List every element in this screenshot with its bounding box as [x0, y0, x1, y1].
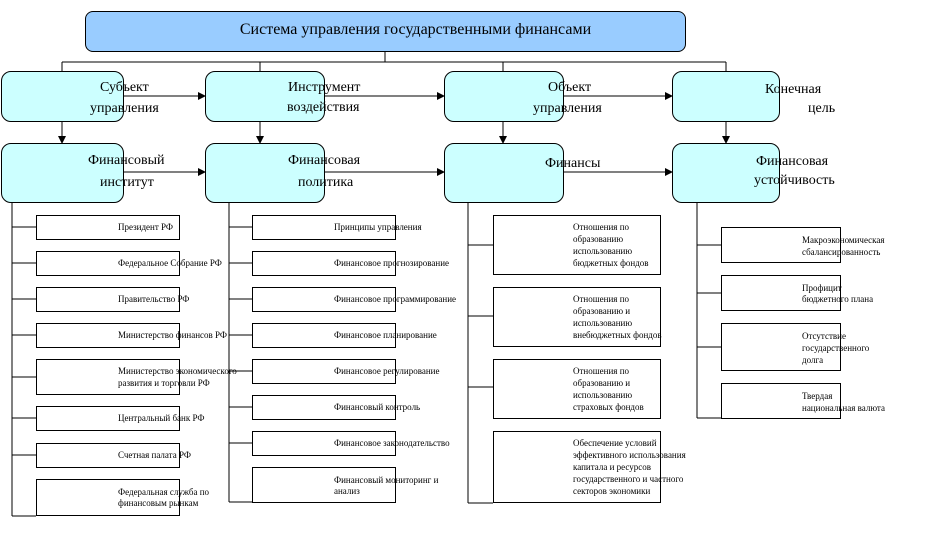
col2-item-box — [252, 359, 396, 384]
header-institution-line1: Финансовый — [88, 153, 165, 168]
header-subject-box — [1, 71, 124, 122]
col4-item-box — [721, 227, 841, 263]
col2-item-text: Финансовый мониторинг и — [334, 475, 439, 485]
col2-item-text: Финансовое программирование — [334, 294, 457, 304]
col1-item-text: Федеральное Собрание РФ — [118, 258, 222, 268]
col4-item-text: Отсутствие — [802, 331, 846, 341]
col1-item-text: развития и торговли РФ — [118, 378, 210, 388]
col3-item-text: государственного и частного — [573, 474, 684, 484]
col2-item-box — [252, 467, 396, 503]
header-goal-box — [672, 71, 780, 122]
col1-item-box — [36, 323, 180, 348]
col3-item-text: бюджетных фондов — [573, 258, 649, 268]
header-finance-line1: Финансы — [545, 156, 601, 171]
col1-item-text: Центральный банк РФ — [118, 413, 205, 423]
col3-item-text: Отношения по — [573, 222, 630, 232]
col1-item-text: Министерство финансов РФ — [118, 330, 227, 340]
col1-item-box — [36, 406, 180, 431]
col4-item-text: долга — [802, 355, 824, 365]
col4-item-text: сбалансированность — [802, 247, 881, 257]
col3-item-text: эффективного использования — [573, 450, 686, 460]
col1-item-box — [36, 287, 180, 312]
header-subject-line1: Субъект — [100, 80, 149, 95]
col2-item-box — [252, 287, 396, 312]
header-stability-line1: Финансовая — [756, 154, 829, 169]
col1-item-text: Правительство РФ — [118, 294, 190, 304]
header-instrument-box — [205, 71, 325, 122]
col3-item-text: образованию и — [573, 378, 631, 388]
col2-item-box — [252, 215, 396, 240]
col1-item-text: Президент РФ — [118, 222, 174, 232]
header-institution-line2: институт — [100, 175, 154, 190]
col1-item-box — [36, 215, 180, 240]
col4-item-text: Макроэкономическая — [802, 235, 885, 245]
col2-item-text: Финансовое законодательство — [334, 438, 450, 448]
col1-item-box — [36, 251, 180, 276]
header-object-box — [444, 71, 564, 122]
header-subject-line2: управления — [90, 101, 159, 116]
col3-item-text: использованию — [573, 390, 633, 400]
col1-item-box — [36, 479, 180, 516]
col2-item-text: Финансовое планирование — [334, 330, 437, 340]
col1-item-text: Счетная палата РФ — [118, 450, 191, 460]
col3-item-text: образованию и — [573, 306, 631, 316]
diagram-title-box: Система управления государственными фина… — [85, 11, 686, 52]
col2-item-box — [252, 251, 396, 276]
col1-item-box — [36, 443, 180, 468]
col3-item-text: Отношения по — [573, 366, 630, 376]
col4-item-box — [721, 275, 841, 311]
header-policy-line1: Финансовая — [288, 153, 361, 168]
header-finance-box — [444, 143, 564, 203]
header-object-line1: Объект — [548, 80, 592, 95]
header-policy-box — [205, 143, 325, 203]
header-policy-line2: политика — [298, 175, 354, 190]
header-instrument-line2: воздействия — [287, 100, 360, 115]
header-instrument-line1: Инструмент — [288, 80, 361, 95]
col3-item-text: использованию — [573, 246, 633, 256]
col3-item-box — [493, 359, 661, 419]
col4-item-box — [721, 323, 841, 371]
diagram-title: Система управления государственными фина… — [239, 21, 592, 38]
col1-item-text: Министерство экономического — [118, 366, 237, 376]
col3-item-text: секторов экономики — [573, 486, 651, 496]
header-institution-box — [1, 143, 124, 203]
header-object-line2: управления — [533, 101, 602, 116]
col3-item-box — [493, 431, 661, 503]
col3-item-text: страховых фондов — [573, 402, 644, 412]
col2-item-text: Финансовое регулирование — [334, 366, 440, 376]
col1-item-box — [36, 359, 180, 395]
col2-item-text: Финансовый контроль — [334, 402, 421, 412]
col3-item-text: образованию — [573, 234, 624, 244]
col4-item-text: бюджетного плана — [802, 294, 874, 304]
header-stability-line2: устойчивость — [754, 173, 835, 188]
header-stability-box — [672, 143, 780, 203]
col4-item-text: Твердая — [802, 391, 833, 401]
col4-item-text: национальная валюта — [802, 403, 885, 413]
col2-item-box — [252, 323, 396, 348]
header-goal-line2: цель — [808, 101, 836, 116]
col2-item-text: анализ — [334, 486, 360, 496]
header-goal-line1: Конечная — [765, 82, 822, 97]
col3-item-text: использованию — [573, 318, 633, 328]
col2-item-box — [252, 431, 396, 456]
col2-item-box — [252, 395, 396, 420]
col2-item-text: Финансовое прогнозирование — [334, 258, 450, 268]
col1-item-text: Федеральная служба по — [118, 487, 210, 497]
col3-item-box — [493, 287, 661, 347]
col3-item-text: Отношения по — [573, 294, 630, 304]
col2-item-text: Принципы управления — [334, 222, 422, 232]
col3-item-text: внебюджетных фондов — [573, 330, 662, 340]
col3-item-box — [493, 215, 661, 275]
col3-item-text: Обеспечение условий — [573, 438, 657, 448]
col4-item-text: Профицит — [802, 283, 842, 293]
col4-item-box — [721, 383, 841, 419]
col4-item-text: государственного — [802, 343, 870, 353]
col1-item-text: финансовым рынкам — [118, 498, 199, 508]
col3-item-text: капитала и ресурсов — [573, 462, 652, 472]
